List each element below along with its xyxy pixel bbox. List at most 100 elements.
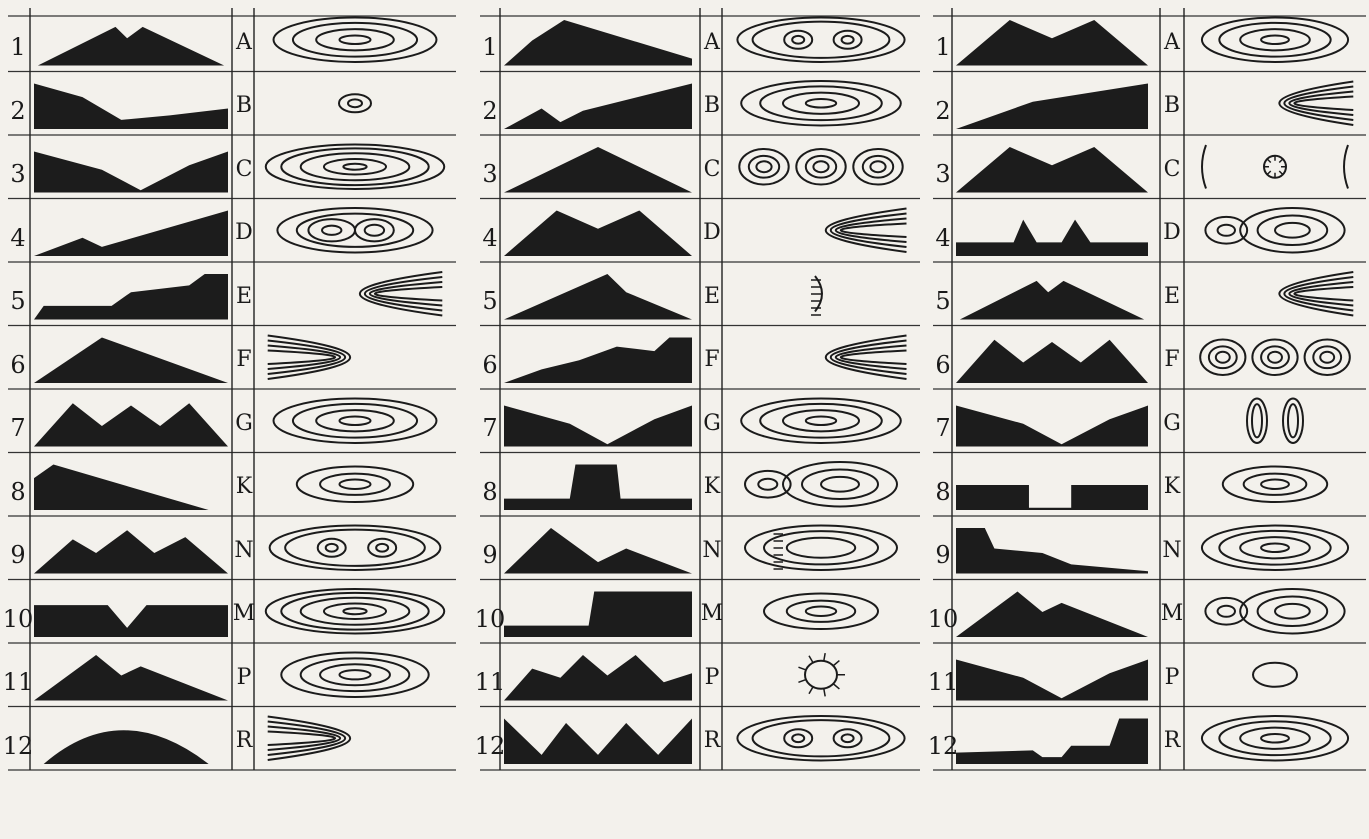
contour-letter: G	[235, 413, 253, 435]
contour-map	[826, 209, 907, 253]
profile-number: 4	[935, 226, 950, 250]
contour-letter: M	[1161, 603, 1184, 625]
contour-letter: B	[1164, 95, 1180, 117]
profile-number: 6	[935, 353, 950, 377]
contour-letter: G	[1163, 413, 1181, 435]
profile-silhouette	[504, 84, 692, 130]
profile-number: 8	[10, 480, 25, 504]
contour-letter: N	[702, 540, 721, 562]
profile-silhouette	[34, 338, 228, 384]
panel-1-shapes	[34, 18, 444, 764]
contour-map	[268, 717, 350, 761]
contour-map	[745, 462, 897, 506]
contour-letter: B	[704, 95, 720, 117]
profile-silhouette	[956, 147, 1148, 193]
profile-silhouette	[504, 338, 692, 384]
contour-map	[1202, 18, 1348, 62]
contour-map	[741, 81, 901, 125]
profile-silhouette	[956, 660, 1148, 701]
profile-number: 10	[3, 607, 34, 631]
contour-map	[281, 653, 428, 697]
contour-map	[339, 94, 371, 112]
profile-silhouette	[34, 84, 228, 130]
profile-number: 7	[10, 416, 25, 440]
profile-silhouette	[956, 528, 1148, 574]
profile-number: 9	[482, 543, 497, 567]
contour-letter: G	[703, 413, 721, 435]
contour-map	[741, 399, 901, 443]
contour-letter: A	[236, 32, 252, 54]
contour-map	[811, 276, 822, 315]
profile-silhouette	[504, 274, 692, 320]
contour-map	[268, 336, 350, 380]
profile-number: 4	[10, 226, 25, 250]
profile-silhouette	[504, 655, 692, 701]
profile-number: 3	[482, 162, 497, 186]
contour-letter: P	[237, 667, 252, 689]
contour-map	[274, 399, 437, 443]
profile-number: 2	[935, 99, 950, 123]
contour-map	[826, 336, 907, 380]
contour-letter: E	[1164, 286, 1180, 308]
profile-number: 12	[928, 734, 959, 758]
contour-letter: D	[1163, 222, 1181, 244]
contour-map	[1202, 716, 1348, 760]
profile-number: 10	[928, 607, 959, 631]
profile-number: 6	[10, 353, 25, 377]
contour-letter: C	[236, 159, 253, 181]
profile-silhouette	[504, 406, 692, 447]
profile-number: 5	[935, 289, 950, 313]
profile-silhouette	[38, 27, 224, 66]
contour-map	[1202, 145, 1348, 189]
contour-map	[737, 18, 904, 62]
contour-letter: M	[701, 603, 724, 625]
contour-letter: P	[705, 667, 720, 689]
contour-letter: F	[1164, 349, 1179, 371]
profile-silhouette	[956, 485, 1148, 510]
contour-letter: R	[236, 730, 253, 752]
contour-letter: E	[236, 286, 252, 308]
profile-number: 7	[935, 416, 950, 440]
profile-number: 1	[10, 35, 25, 59]
profile-silhouette	[34, 655, 228, 701]
contour-map	[277, 208, 432, 252]
profile-silhouette	[34, 403, 228, 446]
contour-map	[1205, 589, 1344, 633]
contour-map	[1253, 663, 1297, 687]
profile-number: 12	[475, 734, 506, 758]
profile-number: 11	[3, 670, 34, 694]
profile-silhouette	[44, 730, 209, 764]
profile-silhouette	[956, 84, 1148, 130]
contour-letter: A	[704, 32, 720, 54]
contour-letter: K	[704, 476, 720, 498]
profile-silhouette	[504, 592, 692, 638]
profile-number: 11	[928, 670, 959, 694]
profile-number: 1	[935, 35, 950, 59]
profile-silhouette	[956, 340, 1148, 383]
profile-number: 3	[10, 162, 25, 186]
profile-silhouette	[956, 719, 1148, 765]
contour-letter: P	[1165, 667, 1180, 689]
contour-letter: N	[1162, 540, 1181, 562]
contour-map	[1205, 208, 1344, 252]
panel-2-shapes	[504, 18, 907, 764]
profile-number: 9	[10, 543, 25, 567]
contour-letter: A	[1164, 32, 1180, 54]
contour-map	[1279, 82, 1353, 126]
profile-silhouette	[956, 592, 1148, 638]
profile-silhouette	[34, 152, 228, 193]
profile-number: 5	[10, 289, 25, 313]
profile-number: 11	[475, 670, 506, 694]
profile-number: 5	[482, 289, 497, 313]
contour-map	[1223, 466, 1327, 502]
contour-letter: D	[235, 222, 253, 244]
profile-silhouette	[504, 465, 692, 511]
profile-silhouette	[34, 211, 228, 257]
contour-map	[297, 466, 413, 502]
contour-map	[1247, 399, 1303, 443]
profile-silhouette	[504, 528, 692, 574]
contour-map	[745, 526, 897, 570]
contour-map	[737, 716, 904, 760]
profile-number: 2	[10, 99, 25, 123]
